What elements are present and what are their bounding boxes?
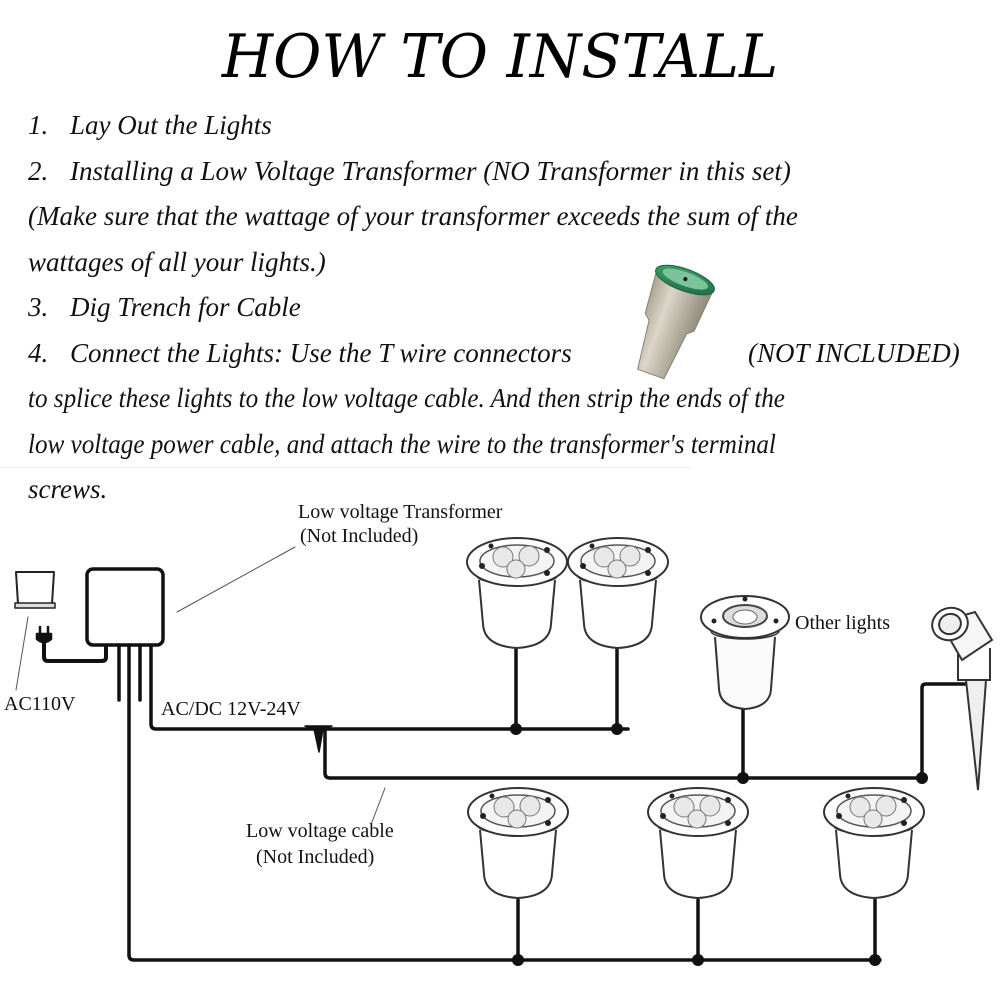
ac-voltage-label: AC110V [4, 693, 76, 715]
transformer-leader-line [176, 546, 296, 613]
junction-dot [510, 723, 522, 735]
outlet-icon [14, 571, 56, 609]
junction-dot [692, 954, 704, 966]
transformer-label-line-1: Low voltage Transformer [298, 501, 503, 523]
divider [0, 467, 690, 468]
step-text: (Make sure that the wattage of your tran… [28, 201, 798, 231]
step-number: 1. [28, 110, 49, 140]
step-text: wattages of all your lights.) [28, 247, 326, 277]
t-connector-icon [304, 725, 333, 753]
page-title: HOW TO INSTALL [221, 22, 779, 92]
step-text: to splice these lights to the low voltag… [28, 383, 785, 413]
spike-spotlight-icon [931, 606, 994, 791]
cable-label-line-1: Low voltage cable [246, 820, 394, 842]
inground-light [823, 787, 925, 899]
transformer-box [85, 567, 165, 647]
other-lights-label: Other lights [795, 612, 890, 634]
plug-icon [35, 625, 108, 663]
transformer-wires [117, 643, 977, 962]
step-number: 2. [28, 156, 49, 186]
inground-light [567, 537, 669, 649]
ac-leader-line [15, 616, 29, 691]
junction-dot [869, 954, 881, 966]
junction-dot [737, 772, 749, 784]
step-3: 3. Dig Trench for Cable [28, 292, 301, 323]
step-4: 4. Connect the Lights: Use the T wire con… [28, 338, 572, 369]
junction-dot [916, 772, 928, 784]
step-number: 3. [28, 292, 49, 322]
junction-dot [512, 954, 524, 966]
step-text: Lay Out the Lights [70, 110, 272, 140]
step-4-line-3: low voltage power cable, and attach the … [28, 429, 776, 460]
inground-light [467, 787, 569, 899]
step-2-note-line-2: wattages of all your lights.) [28, 247, 326, 278]
junction-dot [611, 723, 623, 735]
step-text: low voltage power cable, and attach the … [28, 429, 776, 459]
step-1: 1. Lay Out the Lights [28, 110, 272, 141]
step-text: Connect the Lights: Use the T wire conne… [70, 338, 572, 368]
step-2: 2. Installing a Low Voltage Transformer (… [28, 156, 791, 187]
inground-light [466, 537, 568, 649]
connector-note: (NOT INCLUDED) [748, 338, 960, 368]
step-text: Dig Trench for Cable [70, 292, 301, 322]
inground-light [647, 787, 749, 899]
output-voltage-label: AC/DC 12V-24V [161, 698, 301, 720]
step-4-line-4: screws. [28, 474, 107, 505]
step-number: 4. [28, 338, 49, 368]
step-2-note-line-1: (Make sure that the wattage of your tran… [28, 201, 798, 232]
cable-leader-line [371, 787, 386, 823]
step-text: Installing a Low Voltage Transformer (NO… [70, 156, 791, 186]
inground-light-single [700, 595, 790, 710]
step-4-line-2: to splice these lights to the low voltag… [28, 383, 785, 414]
cable-label-line-2: (Not Included) [256, 846, 375, 868]
step-text: screws. [28, 474, 108, 504]
transformer-label-line-2: (Not Included) [300, 525, 419, 547]
